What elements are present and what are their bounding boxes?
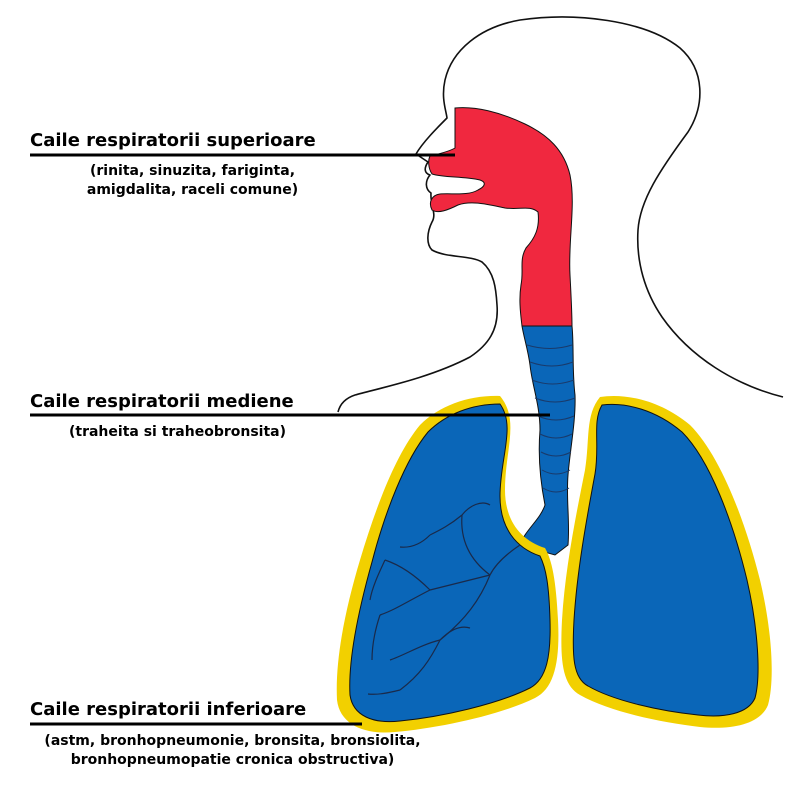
lower-tract-note-line2: bronhopneumopatie cronica obstructiva) <box>70 752 395 768</box>
upper-tract-note-line1: (rinita, sinuzita, fariginta, <box>89 163 296 179</box>
trachea <box>519 325 576 556</box>
middle-tract-title: Caile respiratorii mediene <box>30 391 294 412</box>
upper-tract-note: (rinita, sinuzita, fariginta, amigdalita… <box>55 162 330 200</box>
right-lung <box>572 403 759 717</box>
upper-tract-note-line2: amigdalita, raceli comune) <box>86 182 299 198</box>
middle-tract-note-line1: (traheita si traheobronsita) <box>68 424 287 440</box>
upper-respiratory-tract <box>428 107 573 327</box>
trachea-rings <box>526 344 576 493</box>
bronchi-tree <box>367 502 521 695</box>
upper-tract-title: Caile respiratorii superioare <box>30 130 316 151</box>
lower-tract-title: Caile respiratorii inferioare <box>30 699 307 720</box>
middle-tract-note: (traheita si traheobronsita) <box>40 423 315 442</box>
left-lung <box>349 403 551 723</box>
head-outline <box>337 16 784 413</box>
lower-tract-note: (astm, bronhopneumonie, bronsita, bronsi… <box>10 732 455 770</box>
lower-tract-note-line1: (astm, bronhopneumonie, bronsita, bronsi… <box>44 733 421 749</box>
